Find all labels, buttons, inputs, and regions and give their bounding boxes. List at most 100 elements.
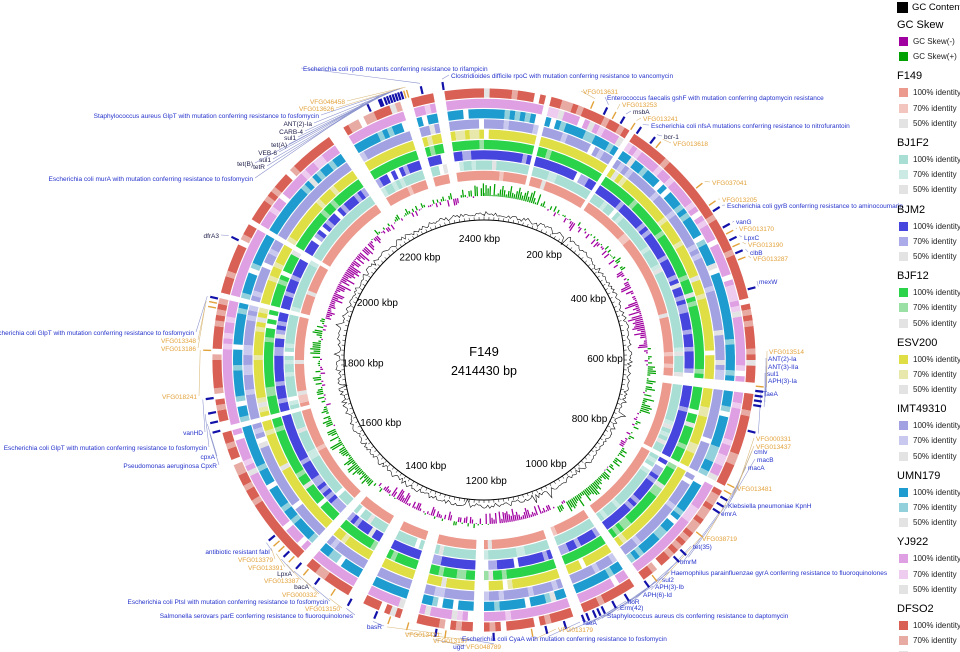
ring-segment-BJM2 [595, 185, 622, 209]
ring-segment-BJ1F2 [652, 267, 663, 276]
gc-skew-bar [430, 506, 435, 516]
ring-segment-BJ1F2 [602, 203, 615, 216]
leader-line [704, 181, 711, 183]
ring-segment-DFSO2 [543, 614, 552, 625]
gc-skew-bar [614, 257, 621, 263]
ring-segment-F149 [583, 202, 625, 240]
ring-segment-BJM2 [357, 190, 367, 201]
scale-tick [508, 497, 510, 501]
annotation-label: LpxA [277, 571, 292, 578]
ring-segment-BJM2 [601, 503, 631, 530]
annotation-label: VFG013437 [756, 444, 791, 451]
leader-line [266, 542, 273, 552]
ring-segment-DFSO2 [251, 495, 263, 506]
gene-tick-res [205, 396, 214, 401]
gc-skew-bar [634, 332, 646, 336]
ring-segment-BJM2 [591, 527, 601, 538]
scale-tick [360, 429, 363, 432]
ring-segment-YJ922 [223, 332, 234, 339]
gc-skew-bar [501, 518, 503, 524]
annotation-label: VFG013481 [737, 486, 772, 493]
ring-segment-BJ1F2 [659, 430, 670, 438]
annotation-label: LpxC [744, 235, 759, 242]
legend-swatch [899, 303, 908, 313]
scale-tick [430, 489, 432, 493]
gc-skew-bar [354, 258, 357, 261]
legend-section-header: GC Skew [897, 19, 944, 31]
scale-tick [553, 236, 556, 239]
ring-segment-BJM2 [275, 385, 287, 400]
gc-skew-bar [321, 384, 326, 387]
gc-skew-bar [338, 283, 351, 292]
scale-tick [602, 284, 606, 287]
scale-tick [620, 388, 624, 390]
ring-segment-YJ922 [627, 145, 638, 157]
ring-segment-F149 [294, 316, 309, 360]
ring-segment-UMN179 [553, 119, 562, 131]
leader-line [254, 101, 367, 179]
ring-segment-F149 [663, 367, 674, 376]
ring-segment-F149 [433, 174, 451, 187]
annotation-label: bcr-1 [664, 134, 679, 141]
ring-segment-BJ1F2 [599, 509, 608, 519]
scale-tick [360, 288, 363, 291]
scale-tick [391, 467, 395, 470]
gc-skew-bar [394, 497, 396, 500]
leader-line [346, 608, 356, 616]
ring-segment-F149 [487, 539, 492, 550]
annotation-label: TaeA [582, 620, 597, 627]
gc-skew-bar [562, 500, 566, 504]
gc-skew-bar [312, 331, 323, 335]
ring-segment-DFSO2 [220, 276, 235, 295]
ring-segment-BJ1F2 [459, 161, 465, 172]
legend-label: 100% identity [913, 487, 960, 497]
ring-segment-IMT49310 [255, 431, 266, 440]
scale-tick [540, 487, 543, 491]
ring-segment-YJ922 [510, 598, 570, 620]
legend-swatch [899, 318, 908, 328]
legend-item: GC Skew(+) [897, 49, 959, 64]
ring-segment-BJF12 [506, 559, 557, 579]
ring-segment-ESV200 [316, 198, 326, 209]
gc-skew-bar [629, 435, 635, 439]
gc-skew-bar [561, 501, 564, 505]
leader-line [346, 86, 406, 102]
gene-tick-gene [388, 94, 394, 104]
scale-tick [607, 425, 611, 428]
ring-segment-BJF12 [266, 318, 277, 325]
kbp-label: 200 kbp [526, 250, 562, 261]
gc-skew-bar [391, 487, 398, 496]
legend-label: 70% identity [913, 569, 957, 579]
ring-segment-BJM2 [659, 258, 676, 279]
ring-segment-UMN179 [504, 109, 511, 120]
ring-segment-BJ1F2 [654, 271, 684, 349]
ring-segment-BJ1F2 [642, 249, 659, 269]
gc-skew-bar [542, 507, 546, 513]
gc-skew-bar [530, 190, 536, 204]
ring-segment-BJ1F2 [646, 455, 657, 464]
annotation-label: Escherichia coli PtsI with mutation conf… [127, 599, 328, 606]
gc-skew-bar [618, 452, 626, 458]
annotation-label: VFG000331 [756, 436, 791, 443]
ring-segment-BJM2 [316, 229, 327, 239]
gc-skew-bar [524, 507, 529, 519]
ring-segment-DFSO2 [696, 505, 711, 520]
ring-segment-IMT49310 [247, 309, 258, 317]
gc-skew-bar [578, 226, 581, 229]
ring-segment-F149 [539, 180, 547, 191]
gene-tick-vfg [732, 242, 740, 248]
scale-tick [347, 315, 351, 317]
legend-swatch [899, 288, 908, 298]
ring-segment-YJ922 [269, 206, 281, 217]
legend-item: 100% identity [897, 285, 960, 300]
ring-segment-UMN179 [725, 370, 735, 376]
ring-segment-BJF12 [438, 566, 445, 577]
ring-segment-IMT49310 [503, 120, 510, 130]
annotation-label: VEB-6 [258, 150, 277, 157]
gc-skew-bar [526, 196, 530, 203]
ring-segment-BJM2 [302, 460, 320, 480]
annotation-label: VFG013421 [405, 632, 440, 639]
annotation-label: sul1 [284, 135, 296, 142]
gc-skew-bar [469, 516, 472, 524]
ring-segment-UMN179 [656, 184, 667, 195]
